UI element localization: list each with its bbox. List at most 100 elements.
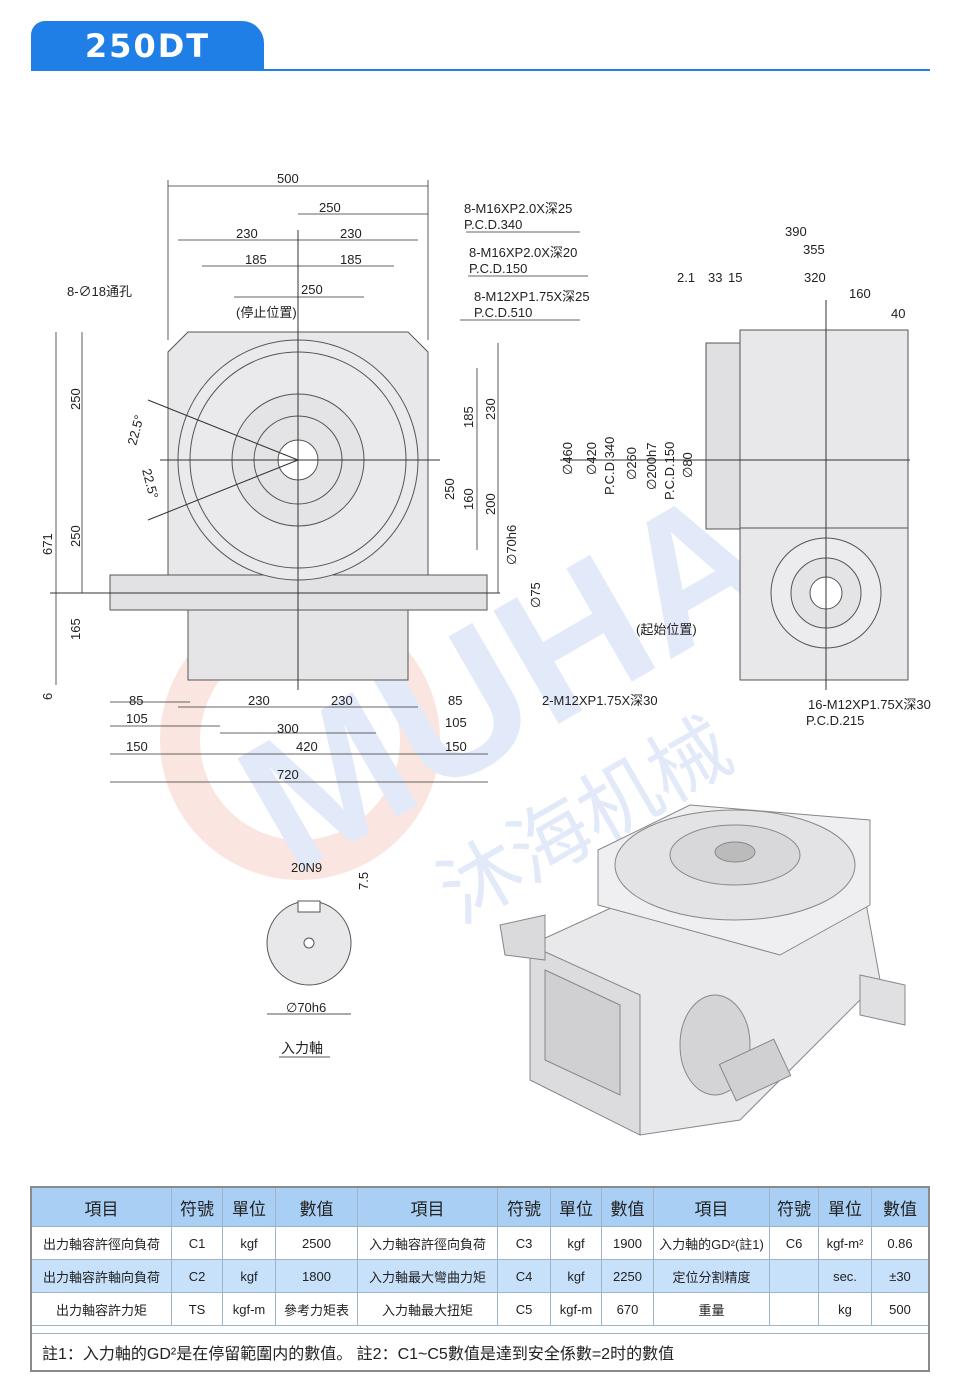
label: 250 [442, 478, 457, 500]
label: 20N9 [291, 860, 322, 875]
table-cell: 定位分割精度 [653, 1259, 770, 1293]
dim-label: 500 [277, 171, 299, 186]
table-cell: kgf [222, 1259, 276, 1293]
label: 2.1 [677, 270, 695, 285]
shaft-thread-label: 2-M12XP1.75X深30 [542, 693, 658, 708]
dim-label: 230 [340, 226, 362, 241]
table-cell [769, 1259, 819, 1293]
label: 85 [448, 693, 462, 708]
table-header-cell: 單位 [222, 1186, 276, 1227]
label: 185 [461, 406, 476, 428]
table-cell [769, 1292, 819, 1326]
label: 165 [68, 618, 83, 640]
table-cell: 0.86 [871, 1226, 930, 1260]
table-cell: kgf [550, 1259, 602, 1293]
label: P.C.D.340 [602, 437, 617, 495]
table-cell: kg [818, 1292, 872, 1326]
table-cell: 入力軸容許徑向負荷 [357, 1226, 498, 1260]
front-dim-lines [55, 180, 588, 783]
header-rule [31, 69, 930, 71]
input-shaft-section: 20N9 7.5 ∅70h6 入力軸 [266, 860, 371, 1058]
label: 200 [483, 493, 498, 515]
label: 160 [461, 488, 476, 510]
label: 671 [40, 533, 55, 555]
label: 8-M16XP2.0X深25 [464, 201, 572, 216]
through-hole-label: 8-∅18通孔 [67, 284, 132, 299]
front-view-labels: 500 250 230 230 185 185 250 (停止位置) 8-∅18… [40, 171, 658, 782]
table-cell: 參考力矩表 [275, 1292, 358, 1326]
label: 150 [445, 739, 467, 754]
label: P.C.D.510 [474, 305, 532, 320]
table-header-cell: 符號 [497, 1186, 551, 1227]
side-view [560, 300, 910, 690]
input-shaft-label: 入力軸 [281, 1040, 323, 1056]
table-header-cell: 符號 [171, 1186, 223, 1227]
table-header-cell: 單位 [818, 1186, 872, 1227]
label: 6 [40, 693, 55, 700]
label: ∅70h6 [286, 1000, 326, 1015]
label: 420 [296, 739, 318, 754]
label: 230 [483, 398, 498, 420]
side-view-labels: 390 355 2.1 33 15 320 160 40 ∅460 ∅420 P… [560, 224, 931, 728]
label: ∅70h6 [504, 525, 519, 565]
label: ∅420 [584, 442, 599, 475]
table-note-row: 註1：入力軸的GD²是在停留範圍内的數值。 註2：C1~C5數值是達到安全係數=… [30, 1333, 930, 1372]
label: 22.5° [124, 413, 146, 446]
dim-label: 185 [340, 252, 362, 267]
label: 250 [68, 388, 83, 410]
table-cell: kgf-m² [818, 1226, 872, 1260]
table-cell: C2 [171, 1259, 223, 1293]
table-header-cell: 數值 [871, 1186, 930, 1227]
dim-label: 185 [245, 252, 267, 267]
table-header-cell: 項目 [30, 1186, 172, 1227]
table-cell: kgf-m [222, 1292, 276, 1326]
dim-label: 250 [301, 282, 323, 297]
label: 22.5° [139, 467, 161, 500]
label: 150 [126, 739, 148, 754]
label: ∅75 [528, 582, 543, 608]
label: 16-M12XP1.75X深30 [808, 697, 931, 712]
label: P.C.D.150 [662, 442, 677, 500]
model-title-tab: 250DT [31, 21, 264, 71]
label: 230 [248, 693, 270, 708]
table-header-cell: 符號 [769, 1186, 819, 1227]
table-cell: C3 [497, 1226, 551, 1260]
label: ∅80 [680, 452, 695, 478]
label: 40 [891, 306, 905, 321]
label: 250 [68, 525, 83, 547]
label: 33 [708, 270, 722, 285]
label: 8-M16XP2.0X深20 [469, 245, 577, 260]
label: 15 [728, 270, 742, 285]
table-cell: 1900 [601, 1226, 654, 1260]
table-cell: 入力軸最大彎曲力矩 [357, 1259, 498, 1293]
table-header-cell: 單位 [550, 1186, 602, 1227]
table-header-cell: 數值 [601, 1186, 654, 1227]
table-cell: TS [171, 1292, 223, 1326]
isometric-render [499, 804, 906, 1136]
table-cell: C1 [171, 1226, 223, 1260]
table-cell: 出力軸容許徑向負荷 [30, 1226, 172, 1260]
table-cell: kgf [222, 1226, 276, 1260]
table-header-cell: 項目 [653, 1186, 770, 1227]
label: 105 [126, 711, 148, 726]
table-cell: 2500 [275, 1226, 358, 1260]
label: 7.5 [356, 872, 371, 890]
technical-drawing: MUHAI 沐海机械 500 250 230 230 185 185 250 (… [40, 171, 931, 1136]
table-header-row: 項目符號單位數值 項目符號單位數值 項目符號單位數值 [30, 1186, 930, 1227]
stop-position-label: (停止位置) [236, 305, 297, 320]
table-cell: 入力軸最大扭矩 [357, 1292, 498, 1326]
table-note: 註1：入力軸的GD²是在停留範圍内的數值。 註2：C1~C5數值是達到安全係數=… [30, 1333, 930, 1372]
start-position-label: (起始位置) [636, 622, 697, 637]
front-view [50, 230, 500, 690]
table-cell: kgf-m [550, 1292, 602, 1326]
label: 85 [129, 693, 143, 708]
label: 390 [785, 224, 807, 239]
label: 320 [804, 270, 826, 285]
table-cell: sec. [818, 1259, 872, 1293]
table-cell: C4 [497, 1259, 551, 1293]
label: 720 [277, 767, 299, 782]
